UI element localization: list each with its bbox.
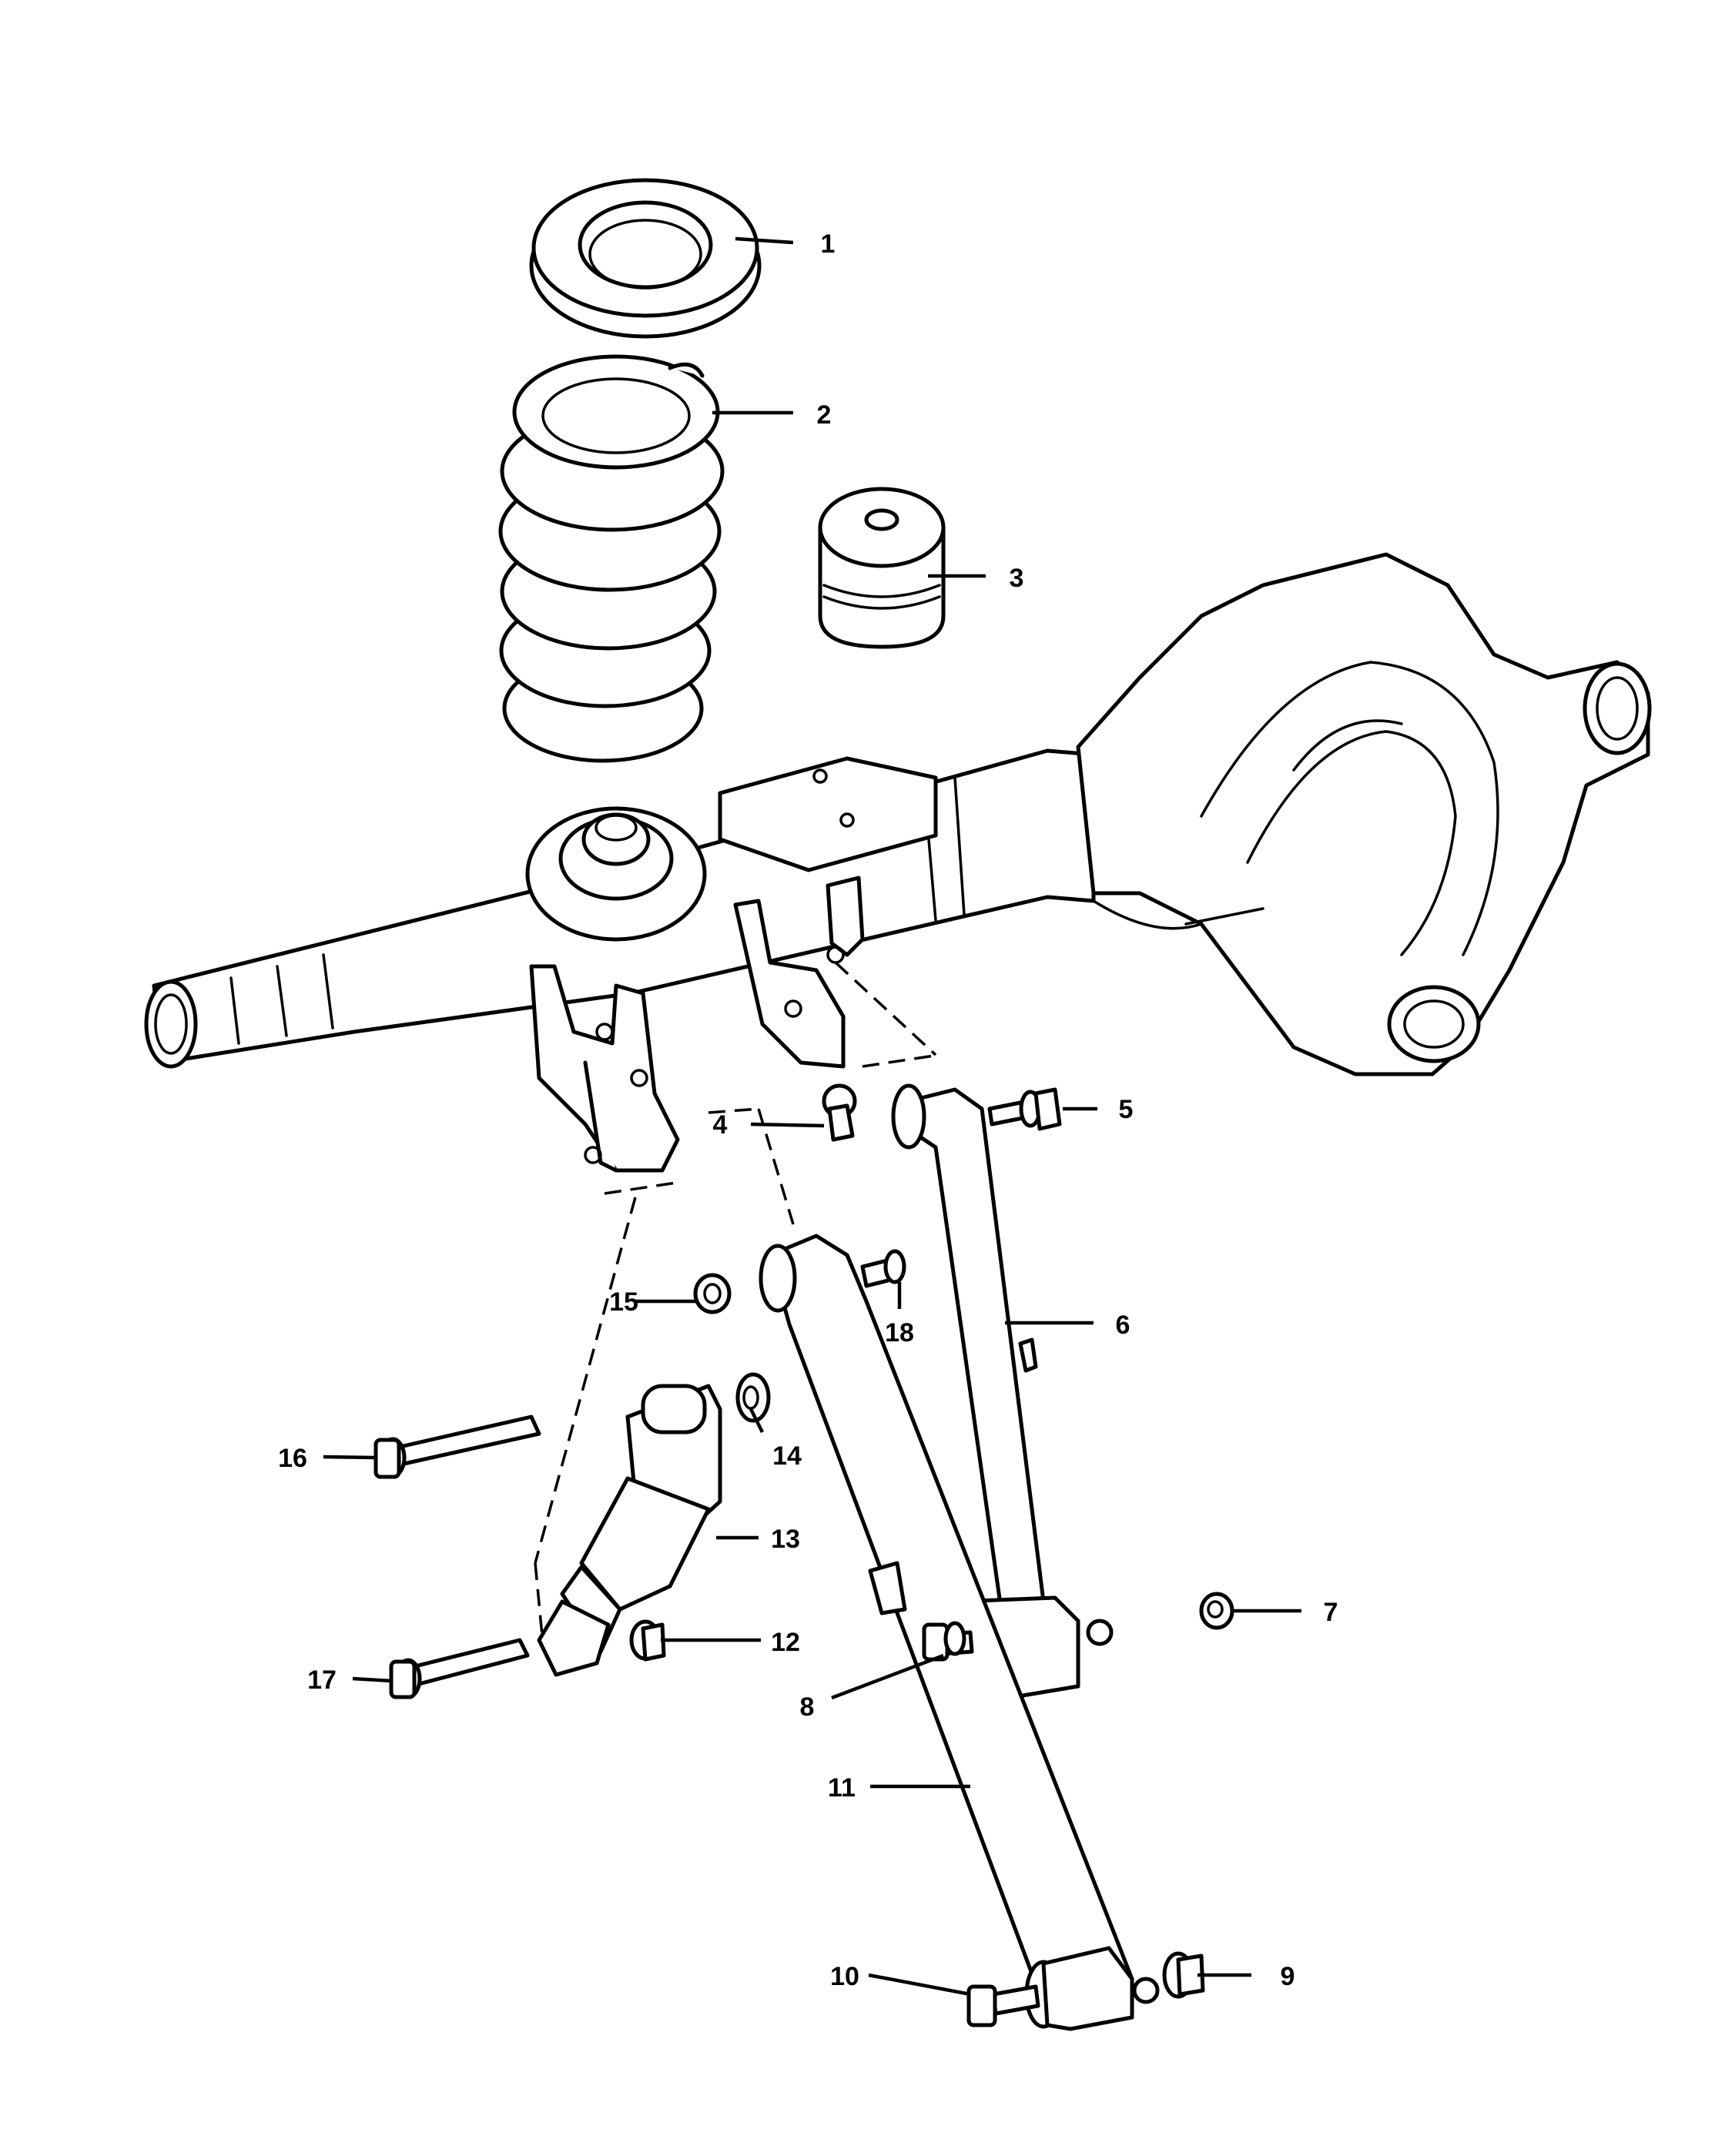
part-4-nut: [822, 1083, 857, 1142]
callout-18: 18: [885, 1318, 914, 1348]
callout-6: 6: [1116, 1311, 1130, 1340]
part-10-bolt: [966, 1984, 1040, 2027]
part-5-bolt: [987, 1087, 1062, 1131]
part-9-nut: [1162, 1951, 1205, 1999]
rear-axle-housing: [144, 552, 1652, 1173]
part-16-bolt: [373, 1414, 541, 1479]
callout-14: 14: [772, 1441, 802, 1471]
leader-lines: [323, 236, 1301, 1997]
callout-labels: 1 2 3 4 5 6 7 8 9 10 11 12 13 14 15 16 1…: [278, 229, 1338, 1991]
part-2-coil-spring: [498, 354, 725, 763]
callout-1: 1: [821, 229, 836, 259]
part-14-nut: [735, 1372, 771, 1423]
callout-7: 7: [1324, 1598, 1338, 1627]
callout-17: 17: [307, 1666, 337, 1695]
part-17-bolt: [389, 1638, 530, 1699]
callout-2: 2: [817, 400, 832, 430]
part-13-shock-absorber: [537, 1384, 722, 1677]
callout-15: 15: [609, 1287, 638, 1317]
part-1-spring-isolator: [529, 178, 762, 339]
callout-8: 8: [800, 1692, 815, 1722]
callout-10: 10: [830, 1962, 859, 1991]
part-3-jounce-bumper: [818, 487, 946, 649]
part-12-nut: [629, 1619, 666, 1662]
callout-11: 11: [828, 1773, 856, 1803]
part-8-bolt: [922, 1621, 974, 1662]
callout-3: 3: [1010, 564, 1024, 593]
callout-9: 9: [1281, 1962, 1295, 1991]
callout-4: 4: [713, 1110, 728, 1140]
callout-16: 16: [278, 1444, 307, 1473]
part-15-nut: [693, 1273, 732, 1314]
part-18-bolt: [860, 1249, 906, 1288]
callout-5: 5: [1119, 1095, 1134, 1124]
callout-12: 12: [771, 1628, 800, 1657]
callout-13: 13: [771, 1525, 800, 1554]
assembly-guide-lines: [534, 961, 940, 1645]
part-7-nut: [1199, 1592, 1234, 1630]
